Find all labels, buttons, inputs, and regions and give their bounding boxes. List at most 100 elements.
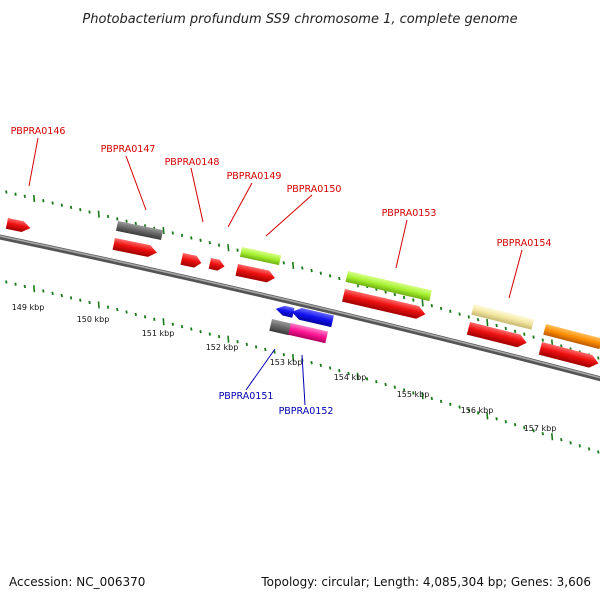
outer-tick-mark xyxy=(328,274,332,278)
scale-label-154: 154 kbp xyxy=(334,373,367,382)
outer-tick-mark xyxy=(208,241,211,245)
outer-tick-mark xyxy=(486,319,489,327)
gene-feature-blue-small[interactable] xyxy=(275,304,295,318)
outer-tick-mark xyxy=(217,243,221,247)
scale-label-151: 151 kbp xyxy=(142,329,175,338)
inner-tick-mark xyxy=(180,324,184,329)
gene-feature-pbpra0151[interactable] xyxy=(269,319,292,336)
outer-tick-mark xyxy=(5,190,8,194)
scale-label-156: 156 kbp xyxy=(461,406,494,415)
outer-tick-mark xyxy=(227,244,230,252)
inner-tick-mark xyxy=(23,284,26,289)
scale-label-155: 155 kbp xyxy=(397,390,430,399)
inner-tick-mark xyxy=(578,444,581,448)
inner-tick-mark xyxy=(449,402,452,406)
inner-tick-mark xyxy=(236,340,239,344)
gene-labels: PBPRA0146 PBPRA0147 PBPRA0148 PBPRA0149 … xyxy=(11,126,552,417)
outer-tick-mark xyxy=(190,236,193,240)
outer-tick-mark xyxy=(476,318,480,322)
outer-tick-mark xyxy=(319,271,322,275)
inner-tick-mark xyxy=(486,412,489,420)
inner-tick-mark xyxy=(33,285,36,293)
inner-tick-mark xyxy=(51,291,54,295)
outer-tick-mark xyxy=(449,309,452,313)
gene-label-pbpra0148[interactable]: PBPRA0148 xyxy=(165,157,220,168)
inner-tick-mark xyxy=(292,353,295,361)
outer-tick-mark xyxy=(504,326,507,331)
outer-tick-mark xyxy=(412,298,415,302)
gene-feature-pbpra0153-lime[interactable] xyxy=(345,271,432,302)
inner-tick-mark xyxy=(504,420,507,424)
outer-tick-mark xyxy=(116,217,119,221)
outer-tick-mark xyxy=(430,304,433,308)
outer-tick-mark xyxy=(171,231,174,235)
gene-feature-pbpra0146[interactable] xyxy=(5,218,32,234)
outer-tick-mark xyxy=(236,248,239,252)
outer-tick-mark xyxy=(282,261,285,265)
inner-tick-mark xyxy=(208,332,211,336)
inner-tick-mark xyxy=(365,377,369,381)
outer-tick-mark xyxy=(467,315,470,319)
gene-label-pbpra0146[interactable]: PBPRA0146 xyxy=(11,126,66,137)
gene-feature-red-right[interactable] xyxy=(538,342,600,370)
gene-feature-pbpra0148[interactable] xyxy=(180,253,203,269)
inner-tick-mark xyxy=(560,438,563,442)
outer-tick-mark xyxy=(393,292,396,297)
scale-label-153: 153 kbp xyxy=(270,358,303,367)
genome-backbone-highlight xyxy=(0,235,600,379)
inner-tick-mark xyxy=(375,380,378,384)
outer-tick-mark xyxy=(301,266,304,270)
gene-feature-pbpra0154[interactable] xyxy=(466,322,528,349)
inner-tick-mark xyxy=(97,301,100,309)
gene-feature-pbpra0154-yellow[interactable] xyxy=(471,304,535,330)
leader-pbpra0147 xyxy=(125,155,147,211)
inner-tick-mark xyxy=(495,417,498,421)
gene-label-pbpra0154[interactable]: PBPRA0154 xyxy=(497,238,552,249)
gene-feature-pbpra0147[interactable] xyxy=(112,238,159,259)
inner-tick-mark xyxy=(587,447,591,451)
outer-tick-mark xyxy=(23,194,26,198)
outer-tick-mark xyxy=(14,192,17,196)
outer-tick-mark xyxy=(541,338,544,342)
inner-tick-mark xyxy=(458,405,461,409)
gene-feature-pbpra0149-small[interactable] xyxy=(208,258,226,272)
gene-label-pbpra0149[interactable]: PBPRA0149 xyxy=(227,171,282,182)
gene-label-pbpra0153[interactable]: PBPRA0153 xyxy=(382,208,437,219)
outer-tick-mark xyxy=(162,227,165,235)
outer-tick-mark xyxy=(134,221,137,226)
outer-tick-track xyxy=(5,190,600,360)
gene-feature-pbpra0150-lime[interactable] xyxy=(239,247,282,266)
gene-feature-orange[interactable] xyxy=(543,324,600,350)
inner-tick-mark xyxy=(513,423,517,427)
gene-label-pbpra0152[interactable]: PBPRA0152 xyxy=(279,406,334,417)
outer-tick-mark xyxy=(33,194,36,203)
inner-tick-mark xyxy=(69,296,73,300)
gene-label-pbpra0147[interactable]: PBPRA0147 xyxy=(101,144,156,155)
outer-tick-mark xyxy=(421,299,424,307)
outer-tick-mark xyxy=(523,332,526,336)
inner-tick-mark xyxy=(199,329,202,334)
inner-tick-mark xyxy=(402,388,406,392)
inner-tick-mark xyxy=(60,293,63,298)
scale-label-150: 150 kbp xyxy=(77,315,110,324)
gene-feature-pbpra0152[interactable] xyxy=(288,323,329,344)
inner-tick-mark xyxy=(356,372,359,380)
gene-feature-pbpra0153[interactable] xyxy=(342,289,427,321)
inner-tick-mark xyxy=(412,391,415,395)
outer-tick-mark xyxy=(292,261,295,269)
scale-label-152: 152 kbp xyxy=(206,343,239,352)
outer-tick-mark xyxy=(532,335,535,339)
inner-tick-mark xyxy=(116,307,119,312)
inner-tick-mark xyxy=(79,298,82,302)
gene-feature-pbpra0147-grey[interactable] xyxy=(116,221,164,240)
gene-feature-pbpra0149[interactable] xyxy=(235,264,277,284)
inner-tick-mark xyxy=(245,342,248,346)
outer-tick-mark xyxy=(402,295,406,300)
gene-feature-blue-large[interactable] xyxy=(290,306,334,328)
inner-tick-mark xyxy=(14,282,17,286)
inner-tick-mark xyxy=(273,350,276,354)
gene-label-pbpra0150[interactable]: PBPRA0150 xyxy=(287,184,342,195)
gene-label-pbpra0151[interactable]: PBPRA0151 xyxy=(219,391,274,402)
inner-tick-mark xyxy=(393,385,396,389)
